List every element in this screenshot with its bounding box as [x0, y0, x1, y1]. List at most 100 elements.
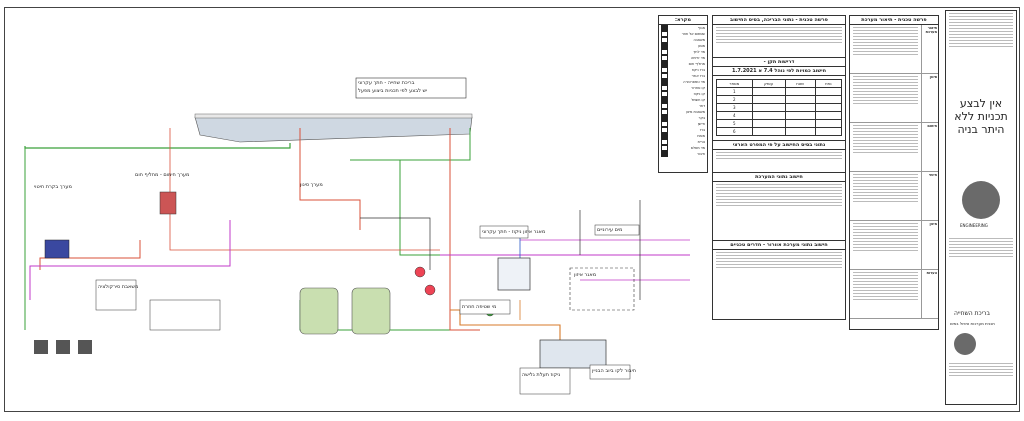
calc-table-header: מספר [716, 79, 753, 88]
legend-symbol-icon [661, 127, 668, 133]
company-name: ENGINEERING [960, 223, 988, 228]
legend-item: משאבת מינון [661, 109, 705, 115]
legend-item-label: מפוח [697, 134, 705, 138]
calc-text-block-2 [713, 152, 845, 172]
sheet-info [946, 361, 1016, 401]
legend-item: בקר [661, 115, 705, 121]
label-backwash: מי שטיפה חוזרת [462, 304, 497, 310]
legend-item-label: חיבור [696, 152, 705, 156]
legend-symbol-icon [661, 121, 668, 127]
legend-symbol-icon [661, 49, 668, 55]
spec-section-label: תיאור מערכת [921, 25, 938, 73]
calc-req-title: דרישות תקן - [713, 57, 845, 67]
calc-table-cell [751, 127, 786, 136]
note-pool-section-sub: יש לבצע לפי תכניות ביצוע מפעל [358, 88, 428, 94]
circulation-line [24, 143, 291, 149]
calc-table-cell [751, 103, 786, 112]
label-pool-room: מערך בקרת חיטוי [34, 184, 72, 190]
table-row: 2 [716, 95, 843, 104]
label-drain: חיבור לקו ביוב הבניין [592, 368, 636, 374]
spec-section-label: סינון [921, 74, 938, 122]
calc-table-cell [784, 119, 816, 128]
legend-symbol-icon [661, 61, 668, 67]
legend-item: מסנן [661, 43, 705, 49]
note-box [479, 225, 529, 239]
calc-table-cell: 6 [716, 127, 753, 136]
legend-item-label: קו סחרור [690, 86, 705, 90]
legend-symbol-icon [661, 85, 668, 91]
dosing-tank [78, 340, 92, 354]
legend-item: מפוח [661, 133, 705, 139]
controller-box [44, 239, 70, 259]
calc-table-cell: 3 [716, 103, 753, 112]
legend-item: מד זרימה [661, 55, 705, 61]
legend-item-label: מד מפלס [690, 146, 705, 150]
project-name: בריכת השחייה [954, 310, 990, 317]
legend-symbol-icon [661, 145, 668, 151]
legend-item-label: דוזר [698, 104, 705, 108]
label-filters: מערך סינון [300, 182, 323, 188]
pump [414, 266, 426, 278]
spec-section-label: חימום [921, 123, 938, 171]
legend-item: דוזר [661, 103, 705, 109]
label-heating: מערך חימום - מחליף חום [135, 172, 190, 178]
legend-item-label: חיישן [697, 122, 705, 126]
legend-symbol-icon [661, 43, 668, 49]
calc-table-cell: 2 [716, 95, 753, 104]
legend-item-label: מד לחץ [693, 50, 705, 54]
note-box [519, 367, 571, 395]
dashed-enclosure [569, 267, 635, 311]
legend-item-label: משאבה [693, 38, 705, 42]
legend-item: קו חשמל [661, 97, 705, 103]
drain-sump [539, 339, 607, 369]
calc-table-cell [751, 119, 786, 128]
table-row: 6 [716, 127, 843, 136]
legend-symbol-icon [661, 55, 668, 61]
spec-section: חיטוי [850, 172, 938, 221]
legend-item-label: מד טמפרטורה [683, 80, 705, 84]
legend-title: מקרא: [659, 16, 707, 25]
legend-symbol-icon [661, 151, 668, 157]
calc-section2: נתוני בסיס החישוב על פי המפרט הארצי [713, 140, 845, 150]
legend-symbol-icon [661, 133, 668, 139]
legend-symbol-icon [661, 25, 668, 31]
legend-symbol-icon [661, 103, 668, 109]
chemical-line [29, 220, 231, 300]
return-line [39, 240, 141, 270]
legend-symbol-icon [661, 73, 668, 79]
calc-table-cell [784, 87, 816, 96]
label-overflow: ניקוז תעלת גלישה [522, 372, 561, 378]
note-box [95, 279, 137, 311]
legend-item: קו סחרור [661, 85, 705, 91]
pool-section [194, 116, 473, 143]
legend-item-label: מחליף חום [688, 62, 705, 66]
calc-section4: חישוב נתוני מערכת אוורור - חדרים טכניים [713, 240, 845, 250]
legend-item-label: ברז אוויר [691, 74, 705, 78]
label-city-water: מים עירוניים [597, 227, 623, 233]
legend-item: מגוף [661, 25, 705, 31]
revision-table [946, 13, 1016, 93]
spec-section-text [850, 172, 921, 220]
calc-text-block-3 [713, 184, 845, 240]
legend-symbol-icon [661, 67, 668, 73]
circulation-line [350, 128, 471, 161]
return-line [299, 128, 361, 230]
legend-item: נורית [661, 139, 705, 145]
spec-section-label: מינון [921, 221, 938, 269]
calc-table-cell [784, 127, 816, 136]
legend-symbol-icon [661, 91, 668, 97]
spec-section-label: חיטוי [921, 172, 938, 220]
note-box [594, 224, 640, 236]
legend-symbol-icon [661, 109, 668, 115]
legend-item: מד טמפרטורה [661, 79, 705, 85]
note-box [149, 299, 221, 331]
legend-item: שסתום אל חוזר [661, 31, 705, 37]
calc-text-block-4 [713, 252, 845, 292]
legend-item-label: משאבת מינון [685, 110, 705, 114]
spec-title: פרשה טכנית - תיאור מערכת [850, 16, 938, 25]
